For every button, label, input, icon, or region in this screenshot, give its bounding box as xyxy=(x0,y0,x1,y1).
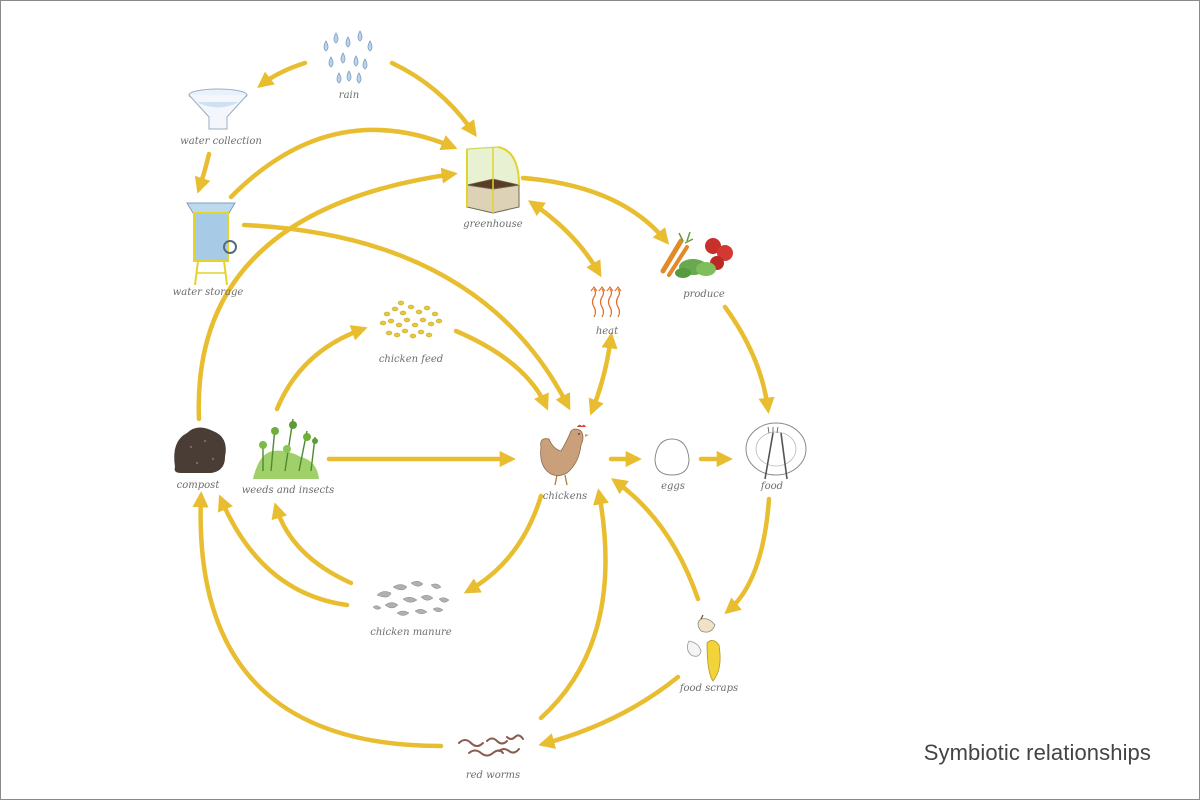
water-tank-icon xyxy=(186,202,237,286)
manure-icon xyxy=(372,581,450,616)
funnel-icon xyxy=(188,88,248,130)
node-rain: rain xyxy=(323,30,373,101)
weeds-icon xyxy=(253,418,319,479)
node-food-scraps: food scraps xyxy=(679,614,738,694)
chicken-icon xyxy=(540,424,589,486)
node-compost: compost xyxy=(174,427,226,491)
node-red-worms: red worms xyxy=(458,734,524,781)
raindrops-icon xyxy=(323,30,373,84)
edge-chicken-feed-to-chickens xyxy=(453,328,549,411)
plate-icon xyxy=(745,422,807,480)
node-label-chicken-manure: chicken manure xyxy=(370,627,452,638)
edge-food-to-food-scraps xyxy=(724,496,772,615)
node-heat: heat xyxy=(590,286,622,337)
compost-pile-icon xyxy=(174,427,226,473)
edge-water-storage-to-chickens xyxy=(241,222,571,411)
node-produce: produce xyxy=(660,231,733,300)
node-label-water-storage: water storage xyxy=(173,287,244,298)
edge-rain-to-greenhouse xyxy=(389,60,477,137)
node-weeds-and-insects: weeds and insects xyxy=(242,418,335,496)
edge-food-scraps-to-red-worms xyxy=(538,674,681,749)
node-chicken-manure: chicken manure xyxy=(370,581,452,638)
worms-icon xyxy=(458,734,524,757)
edge-weeds-to-chicken-feed xyxy=(274,325,368,412)
edge-compost-to-greenhouse xyxy=(196,167,458,422)
node-label-food: food xyxy=(760,481,783,492)
node-label-food-scraps: food scraps xyxy=(679,683,738,694)
node-label-chickens: chickens xyxy=(543,491,587,502)
edge-heat-chickens xyxy=(588,332,618,416)
node-water-storage: water storage xyxy=(173,202,244,298)
node-chickens: chickens xyxy=(540,424,589,502)
node-label-rain: rain xyxy=(339,90,359,101)
node-water-collection: water collection xyxy=(180,88,262,147)
edge-chicken-manure-to-compost xyxy=(217,494,350,608)
node-label-compost: compost xyxy=(177,480,221,491)
node-label-eggs: eggs xyxy=(661,481,685,492)
node-eggs: eggs xyxy=(654,438,690,492)
node-label-heat: heat xyxy=(596,326,619,337)
heat-waves-icon xyxy=(590,286,622,318)
node-label-produce: produce xyxy=(683,289,725,300)
edge-produce-to-food xyxy=(722,304,775,414)
edge-layer xyxy=(192,60,775,749)
edge-greenhouse-heat xyxy=(527,200,602,278)
node-label-greenhouse: greenhouse xyxy=(463,219,522,230)
vegetables-icon xyxy=(660,231,733,278)
node-label-water-collection: water collection xyxy=(180,136,262,147)
edge-red-worms-to-chickens xyxy=(538,488,610,721)
edge-food-scraps-to-chickens xyxy=(611,478,701,602)
egg-icon xyxy=(654,438,690,476)
node-label-red-worms: red worms xyxy=(466,770,520,781)
edge-water-storage-to-greenhouse xyxy=(228,127,458,200)
edge-rain-to-water-collection xyxy=(257,60,308,88)
greenhouse-icon xyxy=(466,146,520,214)
food-scraps-icon xyxy=(687,614,721,682)
node-label-weeds-and-insects: weeds and insects xyxy=(242,485,335,496)
grain-icon xyxy=(379,300,443,339)
edge-greenhouse-to-produce xyxy=(520,175,670,245)
edge-red-worms-to-compost xyxy=(192,491,444,749)
node-chicken-feed: chicken feed xyxy=(379,300,443,365)
node-greenhouse: greenhouse xyxy=(463,146,523,230)
node-food: food xyxy=(745,422,807,492)
node-label-chicken-feed: chicken feed xyxy=(379,354,443,365)
edge-chickens-to-chicken-manure xyxy=(463,493,544,594)
edge-water-collection-to-water-storage xyxy=(194,151,212,194)
diagram-caption: Symbiotic relationships xyxy=(923,740,1151,765)
edge-chicken-manure-to-weeds xyxy=(271,502,354,586)
